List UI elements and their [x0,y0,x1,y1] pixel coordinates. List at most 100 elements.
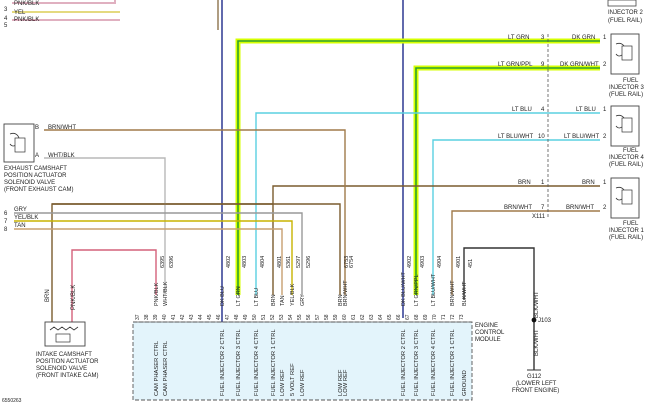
ecm-function-label: FUEL INJECTOR 4 CTRL [431,329,437,396]
wire-color-6: GRY [14,207,27,213]
circuit-wire-color: LT GRN/PPL [414,274,420,306]
ecm-pin-number: 47 [225,314,231,320]
ecm-pin-number: 53 [279,314,285,320]
ecm-function-label: CAM PHASER CTRL [154,340,160,396]
ecm-pin-number: 54 [288,314,294,320]
sensor-wires [14,212,303,295]
ecm-pin-number: 61 [351,314,357,320]
sensor-wire-labels: 6 GRY 7 YEL/BLK 8 TAN [4,207,38,233]
w4-pin-b: 2 [603,134,607,140]
ecm-pin-number: 67 [405,314,411,320]
fuel-injector-2: INJECTOR 2 (FUEL RAIL) [607,0,644,24]
w1-left-color: LT GRN [508,35,529,41]
exhaust-cam-wires [44,129,346,295]
injector-1-label1: FUEL [623,221,639,227]
ecm-pin-number: 55 [297,314,303,320]
ecm-pin-number: 56 [306,314,312,320]
ecm-function-label: CAM PHASER CTRL [163,340,169,396]
w4-left-color: LT BLU/WHT [498,134,533,140]
circuit-number: 4902 [407,256,413,268]
circuit-wire-color: BRN [338,294,344,306]
ecm-pin-number: 62 [360,314,366,320]
w3-right-color: LT BLU [576,107,596,113]
ground-labels: BLK/WHT J103 BLK/WHT G112 (LOWER LEFT FR… [512,291,559,394]
ecm-pin-number: 41 [171,314,177,320]
exhaust-line4: (FRONT EXHAUST CAM) [4,187,73,193]
ecm-pin-number: 45 [207,314,213,320]
ecm-function-label: FUEL INJECTOR 3 CTRL [414,329,420,396]
splice-j103 [531,317,537,323]
ecm-label2: CONTROL [475,330,505,336]
ecm-function-label: FUEL INJECTOR 2 CTRL [220,329,226,396]
w1-pin-b: 1 [603,35,607,41]
fuel-injector-3: FUEL INJECTOR 3 (FUEL RAIL) [609,33,645,98]
ecm-label1: ENGINE [475,323,498,329]
circuit-wire-color: WHT/BLK [163,281,169,306]
intake-line2: POSITION ACTUATOR [36,359,99,365]
splice-label: J103 [538,318,552,324]
circuit-wire-color: BLK/WHT [462,281,468,306]
ecm-pin-number: 65 [387,314,393,320]
circuit-number: 5297 [296,256,302,268]
ecm-function-label: LOW REF [280,369,286,396]
circuit-wire-color: BRN [271,294,277,306]
exhaust-line1: EXHAUST CAMSHAFT [4,166,67,172]
ecm-function-label: 5 VOLT REF [290,363,296,396]
circuit-wire-color: BRN/WHT [343,280,349,306]
pnk-blk-label-top2: PNK/BLK [14,17,39,23]
ecm-pin-number: 44 [198,314,204,320]
ecm-function-label: FUEL INJECTOR 1 CTRL [271,329,277,396]
intake-wire-b: PNK/BLK [71,285,77,310]
injector-1-label3: (FUEL RAIL) [609,235,643,241]
circuit-wire-color: GRY [300,294,306,306]
ecm-pin-number: 39 [153,314,159,320]
ground-id: G112 [527,374,542,380]
injector-4-label3: (FUEL RAIL) [609,162,643,168]
wire-num-7: 7 [4,219,8,225]
circuit-number: 451 [468,259,474,268]
exhaust-line3: SOLENOID VALVE [4,180,55,186]
w3-left-color: LT BLU [512,107,532,113]
circuit-number: 4804 [260,256,266,268]
w3-pin-a: 4 [541,107,545,113]
yel-label-top: YEL [14,10,26,16]
exhaust-pin-a: A [35,153,39,159]
ecm-pin-number: 50 [252,314,258,320]
injector-1-label2: INJECTOR 1 [609,228,645,234]
w3-pin-b: 1 [603,107,607,113]
injector-1-wires [51,185,600,295]
circuit-wire-color: LT BLU/WHT [431,273,437,306]
wire-color-7: YEL/BLK [14,215,38,221]
connector-x111: X111 [532,214,546,220]
ecm-pin-number: 51 [261,314,267,320]
ecm-pin-number: 60 [342,314,348,320]
ecm-pin-number: 49 [243,314,249,320]
exhaust-line2: POSITION ACTUATOR [4,173,67,179]
injector-4-label1: FUEL [623,148,639,154]
w2-left-color: LT GRN/PPL [498,62,533,68]
circuit-wire-color: YEL/BLK [290,283,296,306]
w5-pin-b: 1 [603,180,607,186]
circuit-number: 4901 [456,256,462,268]
w6-pin-b: 2 [603,205,607,211]
injector-3-label3: (FUEL RAIL) [609,92,643,98]
ecm-pin-number: 46 [216,314,222,320]
injector-3-wires [235,38,600,295]
ground-wire2-label: BLK/WHT [534,329,540,356]
circuit-number: 5296 [306,256,312,268]
w2-right-color: DK GRN/WHT [560,62,599,68]
injector-3-label2: INJECTOR 3 [609,85,645,91]
ecm-pin-number: 69 [423,314,429,320]
ecm-function-label: GROUND [462,370,468,396]
exhaust-wire-b: BRN/WHT [48,125,76,131]
ecm-pin-number: 38 [144,314,150,320]
ecm-pin-number: 37 [135,314,141,320]
fuel-injector-4: FUEL INJECTOR 4 (FUEL RAIL) [609,105,645,168]
circuit-number: 6396 [169,256,175,268]
ecm-pin-number: 66 [396,314,402,320]
fuel-injector-1: FUEL INJECTOR 1 (FUEL RAIL) [609,177,645,241]
circuit-number: 4802 [226,256,232,268]
ecm-function-label: FUEL INJECTOR 3 CTRL [236,329,242,396]
